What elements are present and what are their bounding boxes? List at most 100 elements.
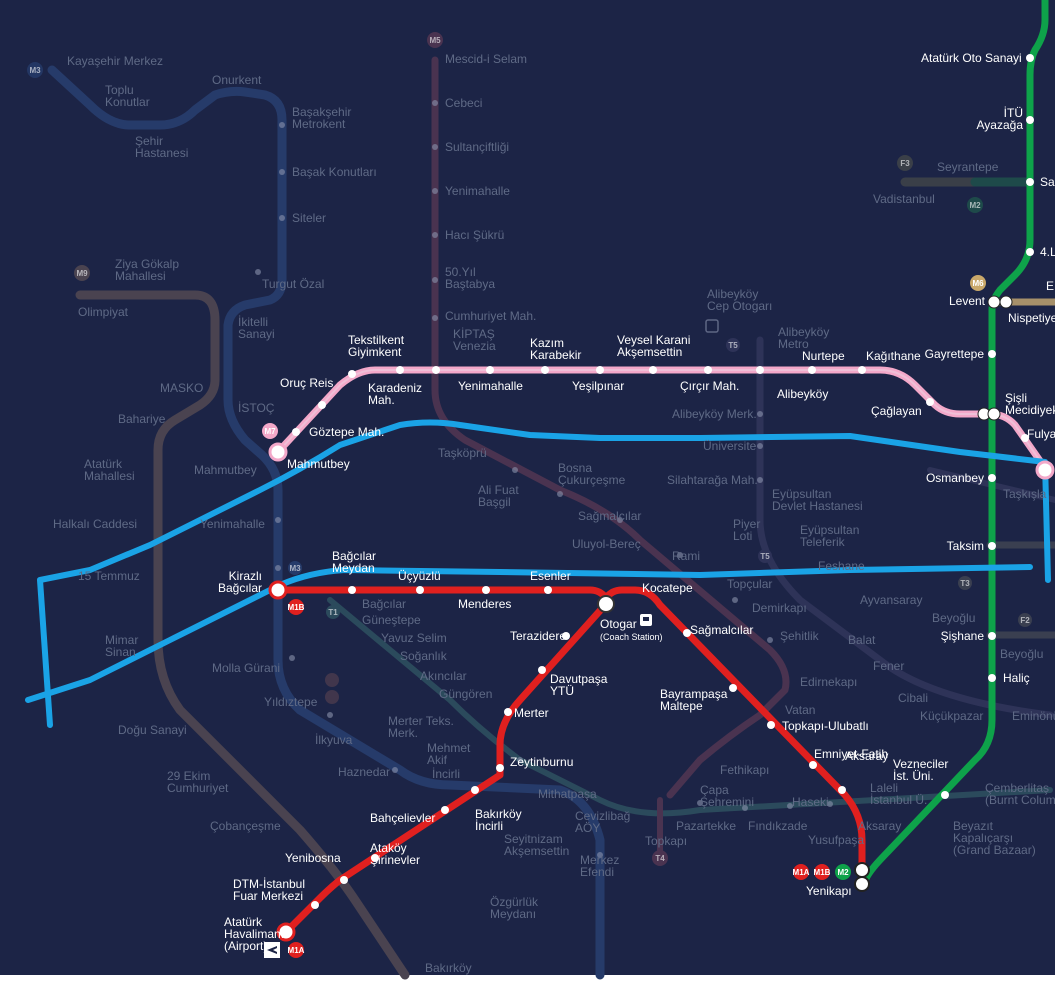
otogar-interchange xyxy=(597,595,615,613)
station-label-goztepe: Göztepe Mah. xyxy=(309,425,384,439)
station-label-bagcilar-t: Bağcılar xyxy=(362,597,406,611)
station-label-demirkapi: Demirkapı xyxy=(752,601,807,615)
sisli-interchange-2 xyxy=(987,407,1001,421)
station-label-terazidere: Terazidere xyxy=(510,629,566,643)
station-label-incirli: İncirli xyxy=(432,767,460,781)
badge-t5-b xyxy=(758,549,772,563)
station-label-gayrettepe: Gayrettepe xyxy=(925,347,985,361)
badge-f3 xyxy=(897,155,913,171)
svg-text:M7: M7 xyxy=(264,427,276,436)
badge-m3 xyxy=(27,62,43,78)
station-label-osmanbey: Osmanbey xyxy=(926,471,984,485)
levent-interchange-1 xyxy=(987,295,1001,309)
station-label-alibeykoy-merk: Alibeyköy Merk. xyxy=(672,407,757,421)
station-label-cibali: Cibali xyxy=(898,691,928,705)
dim-station-dots xyxy=(255,100,833,858)
station-label-basak-konut: Başak Konutları xyxy=(292,165,377,179)
station-label-sultanciftligi: Sultançiftliği xyxy=(445,140,509,154)
station-label-kocatepe: Kocatepe xyxy=(642,581,693,595)
station-label-uluyol: Uluyol-Bereç xyxy=(572,537,641,551)
badge-m1b-yenikapi xyxy=(814,864,830,880)
station-label-dogu: Doğu Sanayi xyxy=(118,723,187,737)
station-label-taskisla: Taşkışla xyxy=(1003,487,1047,501)
station-label-vadistanbul: Vadistanbul xyxy=(873,192,935,206)
station-label-cobancesme: Çobançeşme xyxy=(210,819,281,833)
svg-text:M2: M2 xyxy=(969,201,981,210)
station-label-bahariye: Bahariye xyxy=(118,412,166,426)
station-label-topkapi: Topkapı-Ulubatlı xyxy=(782,719,869,733)
station-label-menderes: Menderes xyxy=(458,597,511,611)
line-badges: M7 M1B M1A M1A M1B M2 M6 M3 M9 M5 F3 M2 … xyxy=(27,32,1032,958)
station-label-gunestepe: Güneştepe xyxy=(362,613,421,627)
svg-text:T1: T1 xyxy=(328,608,338,617)
svg-text:M1B: M1B xyxy=(288,603,305,612)
station-label-coach-station: (Coach Station) xyxy=(600,632,663,642)
badge-m9 xyxy=(74,265,90,281)
station-label-akincilar: Akıncılar xyxy=(420,669,467,683)
svg-text:M3: M3 xyxy=(289,564,301,573)
station-label-aksaray: Aksaray xyxy=(845,749,888,763)
station-label-fethikapi: Fethikapı xyxy=(720,763,769,777)
station-label-yildiztepe: Yıldıztepe xyxy=(264,695,318,709)
station-label-temmuz: 15 Temmuz xyxy=(78,569,140,583)
svg-text:F2: F2 xyxy=(1020,616,1030,625)
bus-icon xyxy=(640,614,652,626)
interchange-markers xyxy=(268,295,1055,942)
station-label-rami: Rami xyxy=(672,549,700,563)
station-label-yusufpasa: Yusufpaşa xyxy=(808,833,864,847)
svg-text:M5: M5 xyxy=(429,36,441,45)
t1-line-dim xyxy=(327,597,1053,817)
station-label-san: San xyxy=(1040,175,1055,189)
station-label-turgut: Turgut Özal xyxy=(262,277,324,291)
station-label-silahtaraga: Silahtarağa Mah. xyxy=(667,473,758,487)
station-label-gungoren: Güngören xyxy=(439,687,492,701)
station-label-olimpiyat: Olimpiyat xyxy=(78,305,129,319)
station-label-ilkyuva: İlkyuva xyxy=(315,733,353,747)
station-label-molla: Molla Gürani xyxy=(212,661,280,675)
kirazli-interchange xyxy=(268,580,288,600)
station-label-yesilpinar: Yeşilpınar xyxy=(572,379,624,393)
badge-t4 xyxy=(652,850,668,866)
station-label-halkali: Halkalı Caddesi xyxy=(53,517,137,531)
airport-interchange xyxy=(276,922,296,942)
station-label-sagmalcilar: Sağmalcılar xyxy=(690,623,753,637)
m9-line-dim xyxy=(75,290,410,980)
m2-line xyxy=(860,0,1049,885)
drawn-annotation-upper xyxy=(37,419,1051,728)
station-label-nurtepe: Nurtepe xyxy=(802,349,845,363)
station-label-aksaray-t: Aksaray xyxy=(858,819,901,833)
svg-text:M9: M9 xyxy=(76,269,88,278)
station-label-bakirkoy-t: Bakırköy xyxy=(425,961,472,975)
station-label-siteler: Siteler xyxy=(292,211,326,225)
station-label-fener: Fener xyxy=(873,659,904,673)
station-label-taksim: Taksim xyxy=(947,539,984,553)
station-label-seyrantepe: Seyrantepe xyxy=(937,160,999,174)
yenikapi-interchange-1 xyxy=(854,876,870,892)
station-label-yenimahalle: Yenimahalle xyxy=(458,379,523,393)
station-label-kucukpazar: Küçükpazar xyxy=(920,709,983,723)
fulya-interchange xyxy=(1035,460,1055,480)
svg-text:M1A: M1A xyxy=(793,868,810,877)
badge-m1a-airport xyxy=(288,942,304,958)
station-label-onurkent: Onurkent xyxy=(212,73,262,87)
svg-text:T3: T3 xyxy=(960,579,970,588)
badge-m2-branch xyxy=(967,197,983,213)
station-label-kayasehir: Kayaşehir Merkez xyxy=(67,54,163,68)
station-label-soganlik: Soğanlık xyxy=(400,649,448,663)
station-label-ucyuzlu: Üçyüzlü xyxy=(398,569,441,583)
